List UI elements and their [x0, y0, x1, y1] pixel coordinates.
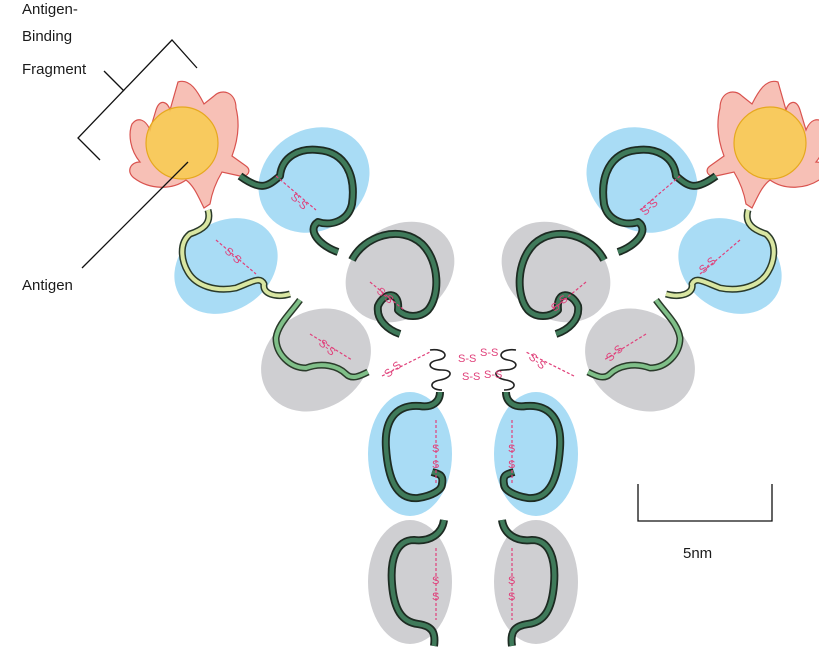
right-interchain-ss: S-S: [526, 351, 548, 372]
scale-bar: [638, 484, 772, 521]
fc-left-upper-s1: S: [432, 443, 439, 455]
fab-label-leader: [104, 71, 124, 91]
fab-label-line3: Fragment: [22, 61, 87, 78]
hinge-bond-lower-right: S-S: [484, 369, 502, 381]
scale-bar-line: [638, 484, 772, 521]
hinge-region: S-S S-S S-S S-S: [430, 347, 516, 390]
scale-bar-label: 5nm: [683, 545, 712, 562]
left-interchain-ss: S-S: [382, 359, 404, 380]
right-antigen: [734, 107, 806, 179]
fc-right-lower-s2: S: [508, 591, 515, 603]
left-hinge: [430, 350, 450, 390]
antigen-label: Antigen: [22, 277, 73, 294]
fc-right-lower-s1: S: [508, 575, 515, 587]
fc-region: S S S S S S S S: [368, 392, 578, 646]
hinge-bond-lower: S-S: [462, 371, 480, 383]
right-arm: [482, 81, 819, 432]
left-arm: S-S S-S S-S S-S S-S: [130, 81, 474, 432]
hinge-bond-upper: S-S: [458, 353, 476, 365]
fc-left-lower-s2: S: [432, 591, 439, 603]
fc-left-lower-s1: S: [432, 575, 439, 587]
fc-right-upper-s1: S: [508, 443, 515, 455]
fab-label-line1: Antigen-: [22, 1, 78, 18]
fab-label-line2: Binding: [22, 28, 72, 45]
fc-right-upper-s2: S: [508, 459, 515, 471]
hinge-bond-upper-right: S-S: [480, 347, 498, 359]
fc-left-upper-s2: S: [432, 459, 439, 471]
